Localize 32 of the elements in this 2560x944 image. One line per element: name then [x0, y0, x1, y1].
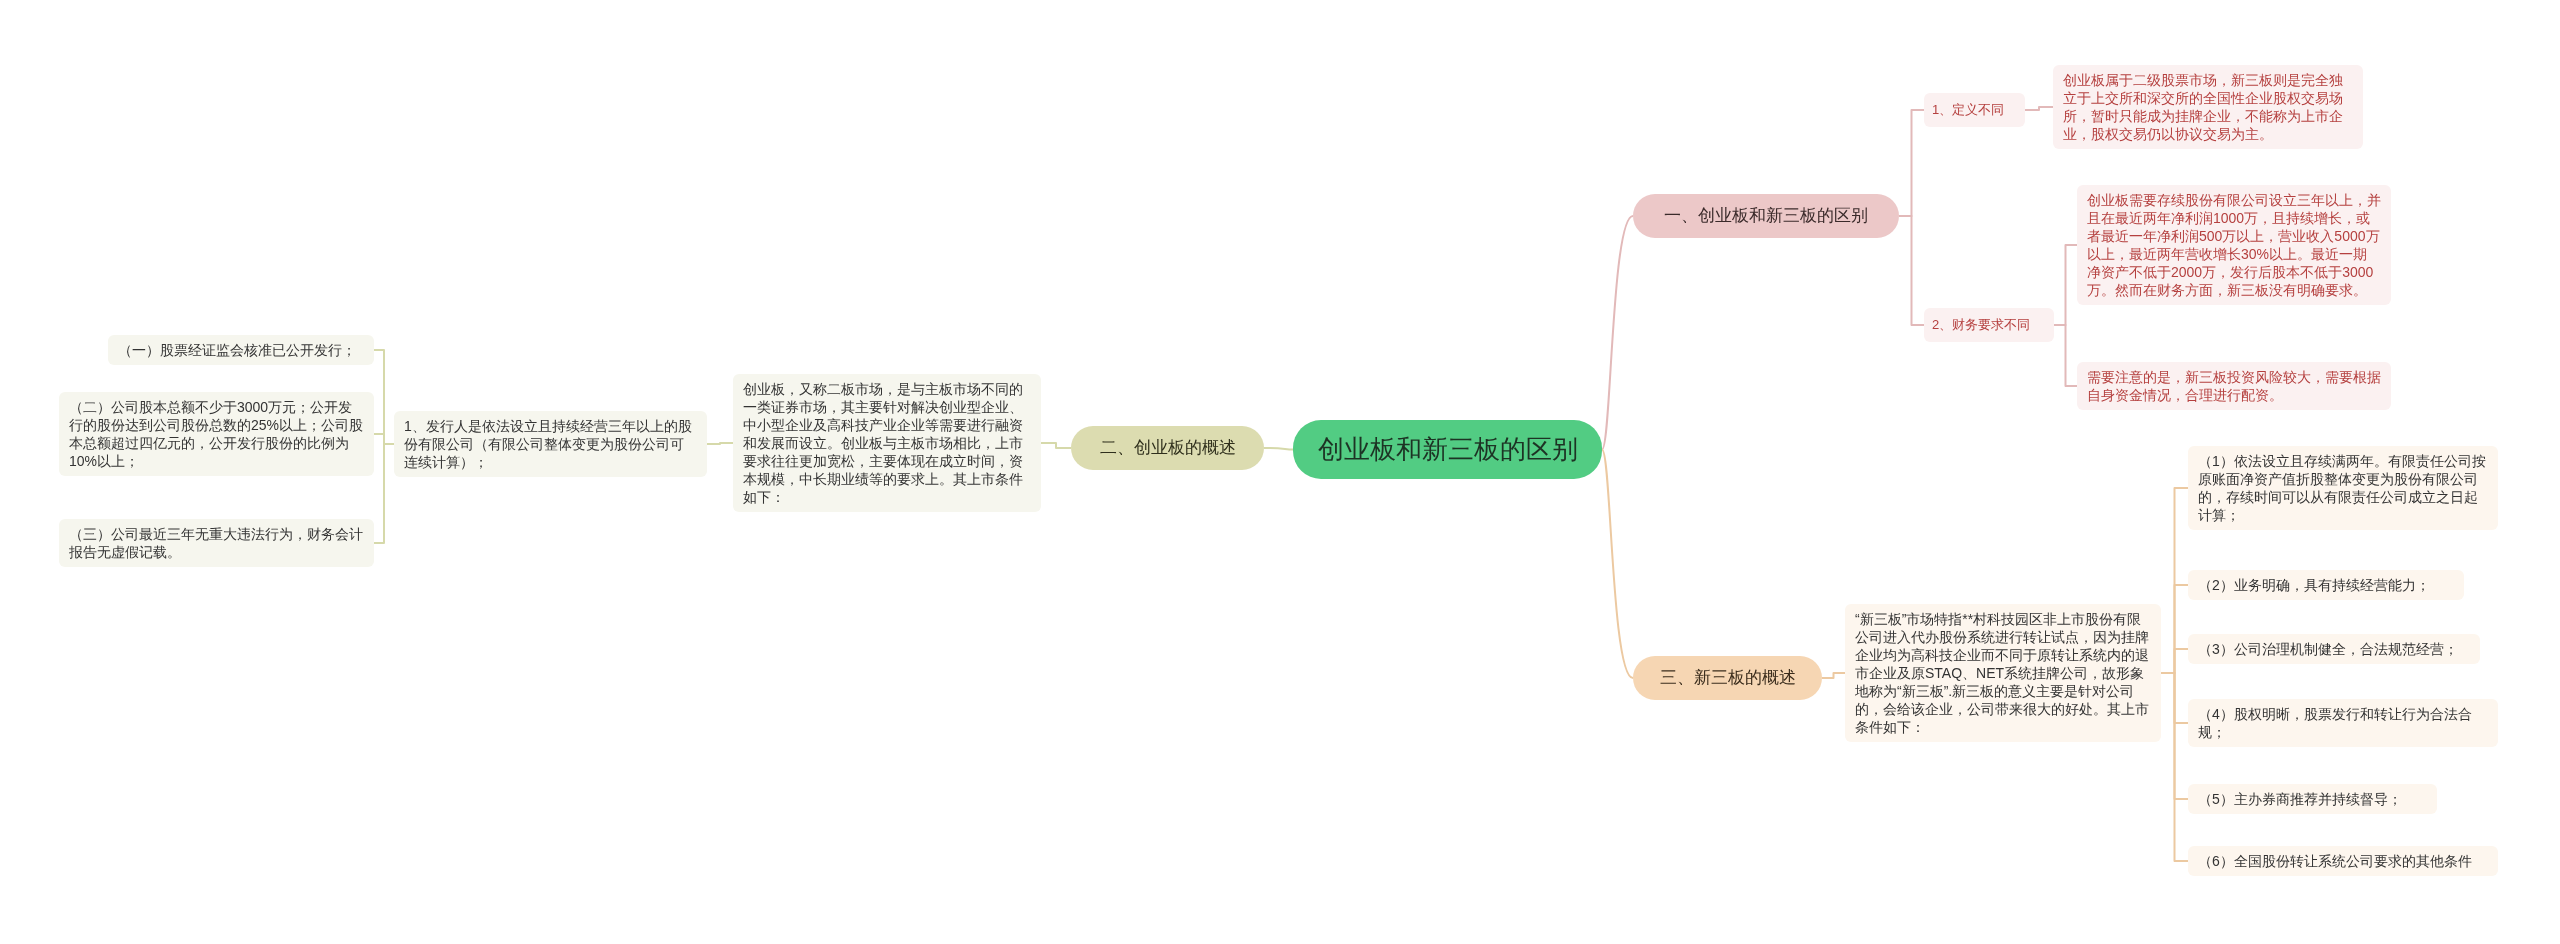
note-card: （4）股权明晰，股票发行和转让行为合法合规； — [2188, 699, 2498, 747]
connector-line — [373, 443, 395, 544]
note-card: （一）股票经证监会核准已公开发行； — [108, 335, 374, 365]
connector-line — [2160, 672, 2189, 862]
note-card: 创业板，又称二板市场，是与主板市场不同的一类证券市场，其主要针对解决创业型企业、中小型企业及高科技产业企业等需要进行融资和发展而设立。创业板与主板市场相比，上市要求往往更加宽松，主要体现在成立时间，资本规模，中长期业绩等的要求上。其上市条件如下： — [733, 374, 1041, 512]
connector-line — [1040, 442, 1072, 449]
note-card: 1、发行人是依法设立且持续经营三年以上的股份有限公司（有限公司整体变更为股份公司可连续计算）； — [394, 411, 707, 477]
branch-topic: 一、创业板和新三板的区别 — [1633, 194, 1899, 238]
subtopic: 1、定义不同 — [1924, 93, 2025, 127]
connector-line — [1898, 215, 1925, 326]
note-card: （2）业务明确，具有持续经营能力； — [2188, 570, 2464, 600]
connector-line — [1821, 672, 1846, 679]
branch-topic: 二、创业板的概述 — [1071, 426, 1264, 470]
note-card: 创业板需要存续股份有限公司设立三年以上，并且在最近两年净利润1000万，且持续增长，或者最近一年净利润500万以上，营业收入5000万以上，最近两年营收增长30%以上。最近一期净资产不低于2000万，发行后股本不低于3000万。然而在财务方面，新三板没有明确要求。 — [2077, 185, 2391, 305]
connector-line — [2024, 106, 2054, 111]
note-card: （3）公司治理机制健全，合法规范经营； — [2188, 634, 2480, 664]
note-card: （5）主办券商推荐并持续督导； — [2188, 784, 2437, 814]
connector-line — [1601, 448, 1634, 679]
connector-line — [1601, 215, 1634, 451]
connector-line — [1263, 447, 1294, 451]
note-card: （6）全国股份转让系统公司要求的其他条件 — [2188, 846, 2498, 876]
note-card: 创业板属于二级股票市场，新三板则是完全独立于上交所和深交所的全国性企业股权交易场所，暂时只能成为挂牌企业，不能称为上市企业，股权交易仍以协议交易为主。 — [2053, 65, 2363, 149]
note-card: “新三板”市场特指**村科技园区非上市股份有限公司进入代办股份系统进行转让试点，因为挂牌企业均为高科技企业而不同于原转让系统内的退市企业及原STAQ、NET系统挂牌公司，故形象地称为“新三板”.新三板的意义主要是针对公司的，会给该企业，公司带来很大的好处。其上市条件如下： — [1845, 604, 2161, 742]
branch-topic: 三、新三板的概述 — [1633, 656, 1822, 700]
note-card: 需要注意的是，新三板投资风险较大，需要根据自身资金情况，合理进行配资。 — [2077, 362, 2391, 410]
note-card: （三）公司最近三年无重大违法行为，财务会计报告无虚假记载。 — [59, 519, 374, 567]
note-card: （1）依法设立且存续满两年。有限责任公司按原账面净资产值折股整体变更为股份有限公司的，存续时间可以从有限责任公司成立之日起计算； — [2188, 446, 2498, 530]
note-card: （二）公司股本总额不少于3000万元；公开发行的股份达到公司股份总数的25%以上；公司股本总额超过四亿元的，公开发行股份的比例为10%以上； — [59, 392, 374, 476]
subtopic: 2、财务要求不同 — [1924, 308, 2054, 342]
connector-line — [2053, 324, 2078, 387]
central-topic: 创业板和新三板的区别 — [1293, 420, 1602, 479]
connector-line — [706, 442, 734, 445]
